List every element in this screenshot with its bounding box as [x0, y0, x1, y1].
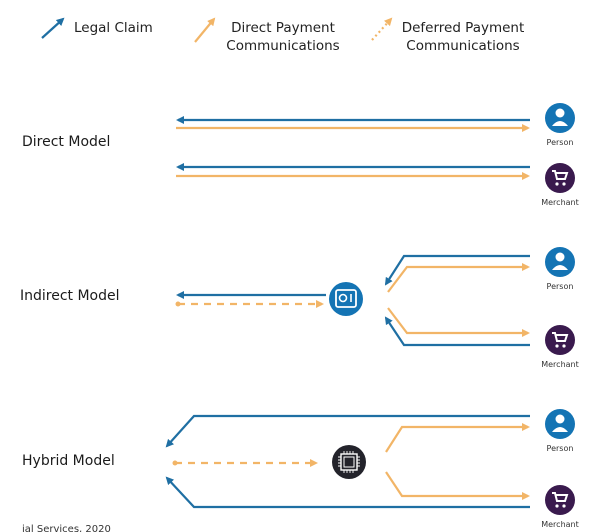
person-icon — [545, 103, 575, 133]
hybrid-model-label: Hybrid Model — [22, 453, 115, 469]
person-icon — [545, 409, 575, 439]
person-caption: Person — [546, 444, 574, 453]
legend-direct-payment-icon — [194, 17, 216, 43]
person-caption: Person — [546, 138, 574, 147]
legend-legal-claim-label: Legal Claim — [74, 20, 153, 36]
legend-deferred-payment-label: Deferred Payment Communications — [401, 20, 525, 54]
hybrid-merchant-payment-arrow — [385, 471, 530, 500]
indirect-model-label: Indirect Model — [20, 288, 120, 304]
direct-model-label: Direct Model — [22, 134, 111, 150]
legend-deferred-payment-icon — [371, 17, 393, 41]
merchant-caption: Merchant — [541, 520, 579, 529]
person-caption: Person — [546, 282, 574, 291]
person-icon — [545, 247, 575, 277]
legend-legal-claim-icon — [41, 17, 65, 39]
hybrid-merchant-claim-arrow — [165, 476, 530, 509]
merchant-caption: Merchant — [541, 198, 579, 207]
indirect-person-payment-arrow — [387, 263, 530, 293]
merchant-cart-icon — [545, 163, 575, 193]
merchant-caption: Merchant — [541, 360, 579, 369]
indirect-merchant-payment-arrow — [387, 307, 530, 337]
hybrid-person-claim-arrow — [165, 414, 530, 448]
merchant-cart-icon — [545, 485, 575, 515]
merchant-cart-icon — [545, 325, 575, 355]
cpu-chip-icon — [332, 445, 366, 479]
legend-direct-payment-label: Direct Payment Communications — [226, 20, 340, 54]
source-footer: ial Services, 2020 — [22, 524, 111, 532]
hybrid-person-payment-arrow — [385, 423, 530, 453]
indirect-merchant-claim-arrow — [384, 316, 530, 347]
indirect-person-claim-arrow — [384, 254, 530, 286]
bank-vault-icon — [329, 282, 363, 316]
